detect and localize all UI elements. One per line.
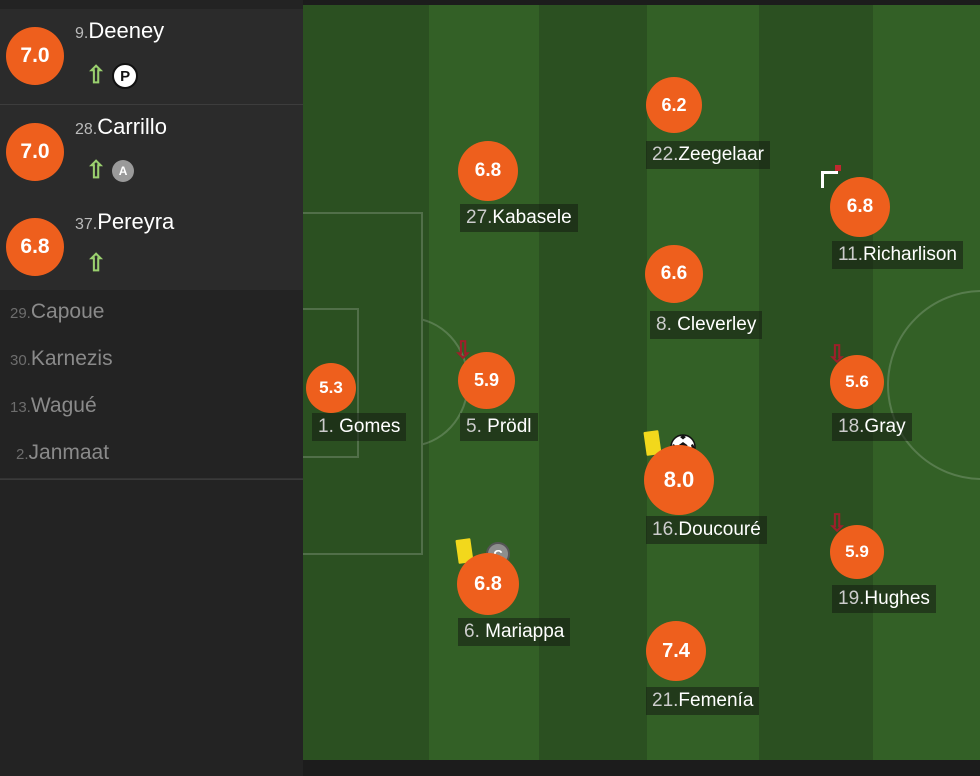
shirt-number: 1. <box>318 416 334 437</box>
player-name[interactable]: 2.Janmaat <box>16 441 109 465</box>
shirt-number: 8. <box>656 314 672 335</box>
rating-badge: 6.8 <box>830 177 890 237</box>
rating-badge: 5.9 <box>830 525 884 579</box>
player-name[interactable]: 21.Femenía <box>646 687 760 715</box>
rating-badge: 7.4 <box>646 621 706 681</box>
name-label: Janmaat <box>28 441 110 464</box>
shirt-number: 9. <box>75 25 89 42</box>
rating-badge: 6.2 <box>646 77 702 133</box>
shirt-number: 2. <box>16 446 29 463</box>
player-name[interactable]: 6. Mariappa <box>458 618 571 646</box>
name-label: Doucouré <box>678 519 761 540</box>
penalty-area <box>303 212 423 555</box>
corner-flag-icon <box>821 171 838 188</box>
substitute-row-deeney[interactable]: 7.0 9.Deeney ⇧ P <box>0 9 303 105</box>
shirt-number: 13. <box>10 399 31 416</box>
rating-badge: 6.8 <box>457 553 519 615</box>
name-label: Karnezis <box>30 347 113 370</box>
assist-badge-icon: A <box>112 160 135 182</box>
name-label: Cleverley <box>677 314 757 335</box>
name-label: Hughes <box>864 588 930 609</box>
player-name[interactable]: 16.Doucouré <box>646 516 767 544</box>
corner-flag-marker <box>835 165 841 171</box>
name-label: Pereyra <box>97 209 175 234</box>
bench-row-janmaat[interactable]: 2.Janmaat <box>0 431 303 479</box>
substitute-row-pereyra[interactable]: 6.8 37.Pereyra ⇧ <box>0 200 303 296</box>
sub-in-arrow-icon: ⇧ <box>86 157 107 184</box>
player-name[interactable]: 30.Karnezis <box>10 347 113 371</box>
sub-in-arrow-icon: ⇧ <box>86 62 107 89</box>
event-icons: ⇧ A <box>86 157 135 184</box>
name-label: Kabasele <box>492 207 572 228</box>
name-label: Gray <box>864 416 906 437</box>
name-label: Prödl <box>487 416 532 437</box>
player-name[interactable]: 13.Wagué <box>10 394 97 418</box>
sub-in-arrow-icon: ⇧ <box>86 250 107 277</box>
shirt-number: 22. <box>652 144 679 165</box>
divider <box>0 479 303 480</box>
rating-badge: 8.0 <box>644 445 714 515</box>
pitch-stripe <box>539 5 647 760</box>
name-label: Carrillo <box>97 114 167 139</box>
name-label: Gomes <box>339 416 401 437</box>
player-name[interactable]: 27.Kabasele <box>460 204 578 232</box>
rating-badge: 5.3 <box>306 363 356 413</box>
player-name[interactable]: 5. Prödl <box>460 413 538 441</box>
rating-badge: 6.6 <box>645 245 703 303</box>
player-name[interactable]: 28.Carrillo <box>75 114 167 140</box>
substitutes-panel: 7.0 9.Deeney ⇧ P 7.0 28.Carrillo ⇧ A 6.8… <box>0 0 303 776</box>
name-label: Mariappa <box>485 621 565 642</box>
rating-badge: 7.0 <box>6 123 64 181</box>
penalty-badge-icon: P <box>112 63 139 89</box>
shirt-number: 18. <box>838 416 865 437</box>
player-name[interactable]: 22.Zeegelaar <box>646 141 770 169</box>
player-name[interactable]: 18.Gray <box>832 413 912 441</box>
rating-badge: 5.6 <box>830 355 884 409</box>
shirt-number: 29. <box>10 305 31 322</box>
shirt-number: 27. <box>466 207 493 228</box>
shirt-number: 37. <box>75 216 98 233</box>
shirt-number: 16. <box>652 519 679 540</box>
rating-badge: 6.8 <box>6 218 64 276</box>
sub-out-arrow-icon: ⇩ <box>453 337 474 364</box>
player-name[interactable]: 19.Hughes <box>832 585 936 613</box>
footer-strip <box>303 760 980 776</box>
rating-badge: 5.9 <box>458 352 515 409</box>
name-label: Wagué <box>30 394 97 417</box>
player-name[interactable]: 29.Capoue <box>10 300 104 324</box>
player-name[interactable]: 1. Gomes <box>312 413 407 441</box>
shirt-number: 11. <box>838 244 864 265</box>
bench-row-karnezis[interactable]: 30.Karnezis <box>0 337 303 385</box>
name-label: Deeney <box>88 18 165 43</box>
bench-row-wague[interactable]: 13.Wagué <box>0 384 303 432</box>
shirt-number: 6. <box>464 621 480 642</box>
goal-area <box>303 308 359 458</box>
name-label: Richarlison <box>863 244 957 265</box>
player-name[interactable]: 11.Richarlison <box>832 241 963 269</box>
rating-badge: 6.8 <box>458 141 518 201</box>
event-icons: ⇧ P <box>86 62 139 89</box>
name-label: Capoue <box>30 300 105 323</box>
name-label: Femenía <box>678 690 754 711</box>
event-icons: ⇧ <box>86 252 106 276</box>
pitch: 5.3 1. Gomes 6.8 27.Kabasele ⇩ 5.9 5. Pr… <box>303 5 980 760</box>
substitute-row-carrillo[interactable]: 7.0 28.Carrillo ⇧ A <box>0 105 303 201</box>
shirt-number: 28. <box>75 121 98 138</box>
bench-row-capoue[interactable]: 29.Capoue <box>0 290 303 338</box>
shirt-number: 5. <box>466 416 482 437</box>
shirt-number: 30. <box>10 352 31 369</box>
rating-badge: 7.0 <box>6 27 64 85</box>
player-name[interactable]: 8. Cleverley <box>650 311 763 339</box>
shirt-number: 19. <box>838 588 865 609</box>
player-name[interactable]: 9.Deeney <box>75 18 164 44</box>
name-label: Zeegelaar <box>678 144 764 165</box>
shirt-number: 21. <box>652 690 679 711</box>
player-name[interactable]: 37.Pereyra <box>75 209 174 235</box>
